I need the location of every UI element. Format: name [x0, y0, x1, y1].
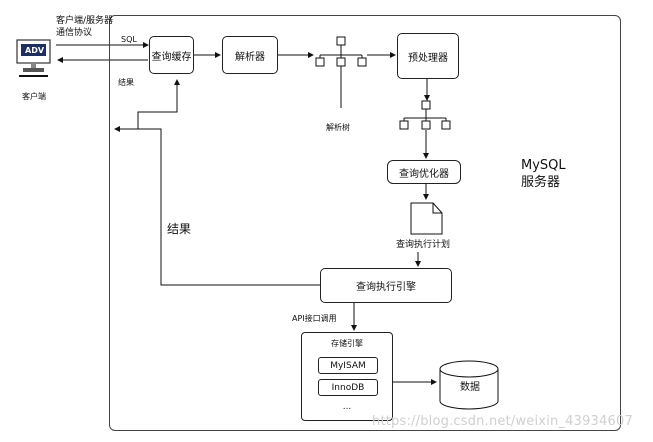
parser-box: 解析器 — [222, 36, 278, 74]
mysql-server-title: MySQL 服务器 — [521, 157, 581, 191]
execution-plan-document-icon — [410, 202, 443, 235]
engine-innodb: InnoDB — [318, 379, 378, 396]
sql-label: SQL — [121, 35, 137, 44]
watermark: https://blog.csdn.net/weixin_43934607 — [372, 414, 633, 429]
database-cylinder-icon — [439, 360, 499, 410]
execution-plan-label: 查询执行计划 — [396, 240, 451, 250]
refined-parse-tree-icon — [399, 100, 451, 130]
api-call-label: API接口调用 — [292, 314, 337, 323]
result-label: 结果 — [167, 222, 192, 236]
execution-engine-box: 查询执行引擎 — [320, 268, 452, 303]
engine-myisam: MyISAM — [318, 357, 378, 374]
client-monitor-icon — [16, 39, 51, 77]
preprocessor-box: 预处理器 — [397, 33, 459, 79]
mysql-title-line2: 服务器 — [521, 175, 561, 190]
optimizer-box: 查询优化器 — [387, 160, 461, 184]
result-small-label: 结果 — [118, 78, 134, 87]
storage-engine-box: 存储引擎 MyISAM InnoDB — [301, 332, 393, 421]
monitor-text: ADV — [25, 46, 45, 55]
parse-tree-label: 解析树 — [326, 123, 350, 132]
client-server-protocol-label: 客户端/服务器通信协议 — [56, 16, 114, 38]
parse-tree-icon — [315, 36, 367, 108]
query-cache-box: 查询缓存 — [149, 36, 194, 74]
storage-engine-title: 存储引擎 — [331, 339, 363, 348]
engine-more-ellipsis: ... — [342, 402, 352, 412]
database-label: 数据 — [460, 382, 480, 393]
mysql-title-line1: MySQL — [521, 158, 566, 173]
mysql-server-frame — [109, 15, 621, 431]
client-label: 客户端 — [22, 92, 46, 101]
